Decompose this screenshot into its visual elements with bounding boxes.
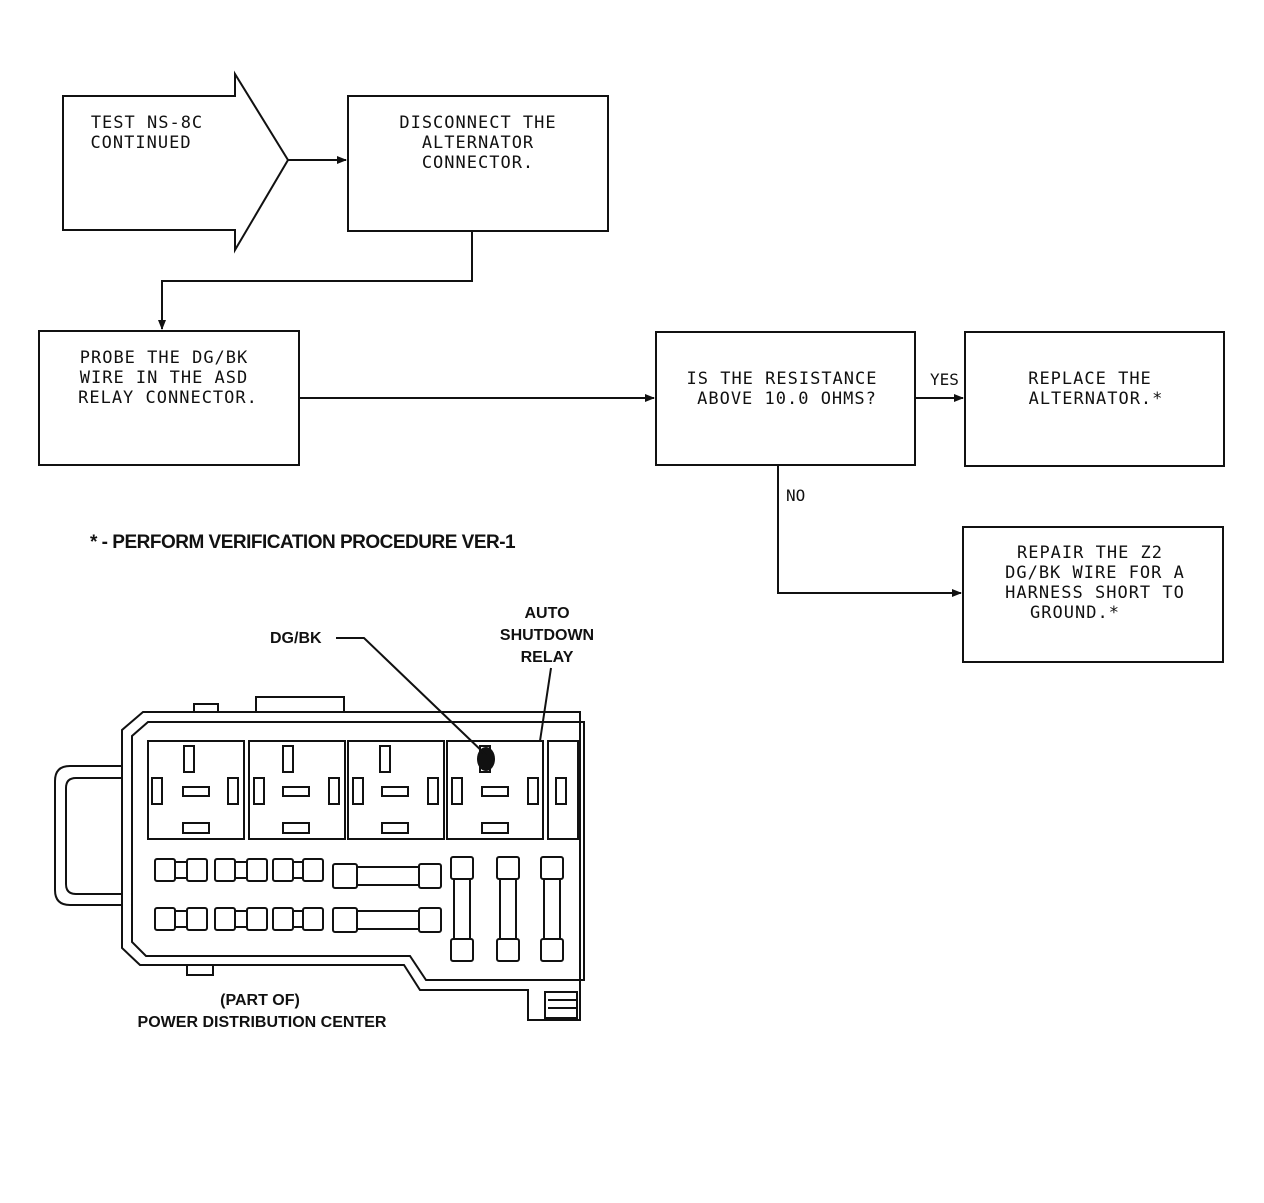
disconnect-line-1: DISCONNECT THE	[399, 113, 556, 133]
relay-label-line-2: SHUTDOWN	[500, 627, 594, 644]
dg-bk-leader-line	[336, 637, 487, 756]
connector-no-to-repair	[777, 465, 962, 597]
repair-line-2: DG/BK WIRE FOR A	[1005, 563, 1185, 583]
repair-line-4: GROUND.*	[1030, 603, 1120, 623]
dg-bk-label: DG/BK	[270, 630, 322, 647]
repair-wire-box: REPAIR THE Z2 DG/BK WIRE FOR A HARNESS S…	[962, 526, 1224, 663]
repair-line-1: REPAIR THE Z2	[1017, 543, 1163, 563]
probe-line-3: RELAY CONNECTOR.	[78, 388, 258, 408]
fuse-row-2	[154, 907, 442, 933]
replace-line-2: ALTERNATOR.*	[1029, 389, 1164, 409]
relay-label-line-1: AUTO	[524, 605, 569, 622]
disconnect-line-2: ALTERNATOR	[422, 133, 534, 153]
resistance-question-box: IS THE RESISTANCE ABOVE 10.0 OHMS?	[655, 331, 916, 466]
question-line-1: IS THE RESISTANCE	[687, 369, 878, 389]
start-line-2: CONTINUED	[90, 133, 191, 153]
cartridge-fuses	[450, 856, 564, 962]
caption-line-1: (PART OF)	[220, 992, 300, 1009]
probe-wire-box: PROBE THE DG/BK WIRE IN THE ASD RELAY CO…	[38, 330, 300, 466]
svg-text:CONTINUED: CONTINUED	[90, 133, 191, 153]
relay-1	[147, 740, 245, 840]
auto-shutdown-relay	[446, 740, 544, 840]
caption-line-2: POWER DISTRIBUTION CENTER	[138, 1014, 387, 1031]
svg-text:TEST NS-8C: TEST NS-8C	[91, 113, 203, 133]
probe-line-2: WIRE IN THE ASD	[80, 368, 249, 388]
relay-leader-line	[539, 667, 552, 742]
probe-line-1: PROBE THE DG/BK	[80, 348, 249, 368]
relay-label-line-3: RELAY	[521, 649, 574, 666]
start-arrow-shape: TEST NS-8C CONTINUED	[62, 70, 290, 254]
fuse-row-1	[154, 858, 442, 889]
dg-bk-terminal	[477, 747, 495, 771]
repair-line-3: HARNESS SHORT TO	[1005, 583, 1185, 603]
power-distribution-center-illustration	[54, 637, 585, 1021]
disconnect-connector-box: DISCONNECT THE ALTERNATOR CONNECTOR.	[347, 95, 609, 232]
yes-label: YES	[930, 370, 959, 389]
relay-2	[248, 740, 346, 840]
disconnect-line-3: CONNECTOR.	[422, 153, 534, 173]
verification-note: * - PERFORM VERIFICATION PROCEDURE VER-1	[90, 532, 516, 553]
relay-3	[347, 740, 445, 840]
replace-line-1: REPLACE THE	[1028, 369, 1152, 389]
connector-disconnect-to-probe	[158, 231, 473, 330]
replace-alternator-box: REPLACE THE ALTERNATOR.*	[964, 331, 1225, 467]
no-label: NO	[786, 486, 805, 505]
start-line-1: TEST NS-8C	[91, 113, 203, 133]
question-line-2: ABOVE 10.0 OHMS?	[697, 389, 877, 409]
